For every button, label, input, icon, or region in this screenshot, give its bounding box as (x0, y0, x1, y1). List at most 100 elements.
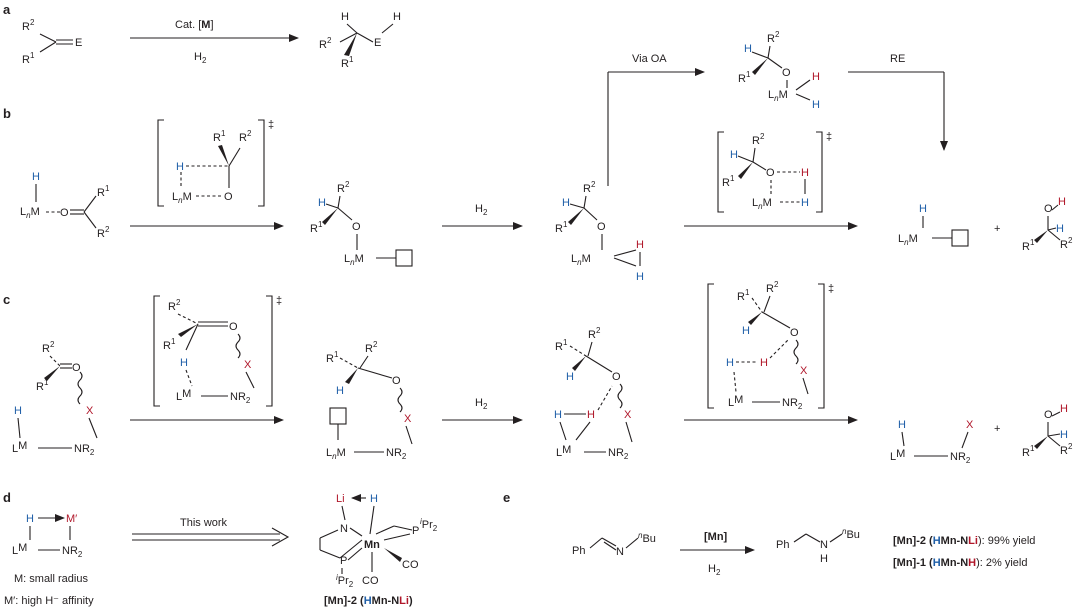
svg-text:P: P (412, 525, 419, 537)
panel-b-ts1: ‡ R1 R2 H O LnM (157, 119, 274, 207)
svg-text:P: P (340, 555, 347, 567)
svg-text:H: H (742, 325, 750, 337)
svg-text:H: H (812, 71, 820, 83)
svg-text:H: H (318, 197, 326, 209)
svg-text:NR2: NR2 (608, 447, 629, 461)
svg-text:N: N (616, 546, 624, 558)
svg-text:H: H (726, 357, 734, 369)
svg-text:O: O (597, 221, 606, 233)
svg-text:R1: R1 (310, 220, 323, 235)
svg-text:H: H (180, 357, 188, 369)
svg-text:‡: ‡ (276, 295, 282, 307)
svg-text:LM: LM (556, 444, 571, 459)
svg-text:E: E (374, 37, 381, 49)
svg-text:H: H (801, 167, 809, 179)
svg-text:LnM: LnM (768, 89, 788, 103)
svg-text:LM: LM (12, 440, 27, 455)
panel-e-catalyst: [Mn] (704, 531, 728, 543)
svg-text:R1: R1 (22, 51, 35, 66)
svg-text:R2: R2 (97, 225, 110, 240)
svg-text:H: H (801, 197, 809, 209)
svg-text:H: H (14, 405, 22, 417)
svg-text:LM: LM (12, 542, 27, 557)
svg-text:R1: R1 (722, 174, 735, 189)
panel-b-label: b (3, 106, 11, 121)
panel-b-ts2: ‡ R2 H R1 O H LnM H (717, 131, 832, 213)
svg-text:H: H (587, 409, 595, 421)
panel-b-re: RE (890, 53, 905, 65)
panel-e-amine: Ph N H nBu (776, 527, 860, 565)
svg-text:O: O (72, 362, 81, 374)
panel-d: d H M′ LM NR2 M: small radius M′: high H… (3, 490, 438, 607)
svg-text:H: H (730, 149, 738, 161)
svg-text:NR2: NR2 (782, 397, 803, 411)
svg-text:E: E (75, 37, 82, 49)
svg-text:R1: R1 (326, 350, 339, 365)
svg-text:H: H (393, 11, 401, 23)
svg-text:NR2: NR2 (74, 443, 95, 457)
panel-b-via-oa: Via OA (632, 53, 667, 65)
svg-text:Ph: Ph (572, 545, 585, 557)
svg-text:O: O (229, 321, 238, 333)
panel-a-reagent: H2 (194, 51, 207, 65)
panel-d-double-arrow (132, 527, 290, 547)
svg-text:nBu: nBu (842, 527, 860, 541)
panel-e: e Ph N nBu [Mn] H2 Ph N H nBu [Mn]-2 (HM… (503, 490, 1035, 577)
svg-text:H: H (919, 203, 927, 215)
panel-b-int2: R2 H R1 O LnM H H (555, 180, 644, 283)
panel-d-mn-complex: Li H N P iPr2 Mn P iPr2 CO CO (319, 493, 438, 589)
svg-text:R1: R1 (163, 337, 176, 352)
panel-c: c R2 R1 O X H LM NR2 ‡ R2 R1 (3, 280, 1073, 465)
svg-text:R2: R2 (767, 30, 780, 45)
svg-text:R1: R1 (341, 55, 354, 70)
svg-text:H: H (370, 493, 378, 505)
svg-text:LnM: LnM (172, 191, 192, 205)
svg-text:nBu: nBu (638, 531, 656, 545)
svg-text:+: + (994, 223, 1000, 235)
svg-text:H: H (1060, 403, 1068, 415)
svg-text:LM: LM (728, 394, 743, 409)
svg-text:H: H (336, 385, 344, 397)
svg-text:R1: R1 (36, 378, 49, 393)
svg-text:R2: R2 (752, 132, 765, 147)
svg-text:H: H (554, 409, 562, 421)
svg-text:R1: R1 (555, 220, 568, 235)
panel-b-products: H LnM + O H H R1 R2 (898, 196, 1073, 253)
svg-text:CO: CO (402, 559, 419, 571)
svg-text:+: + (994, 423, 1000, 435)
svg-text:H: H (744, 43, 752, 55)
svg-text:O: O (392, 375, 401, 387)
svg-text:R2: R2 (583, 180, 596, 195)
panel-d-note-2: M′: high H⁻ affinity (4, 595, 94, 607)
svg-text:NR2: NR2 (950, 451, 971, 465)
svg-text:H: H (176, 161, 184, 173)
svg-text:NR2: NR2 (62, 545, 83, 559)
svg-text:H: H (760, 357, 768, 369)
svg-text:R2: R2 (168, 298, 181, 313)
panel-d-note-1: M: small radius (14, 573, 88, 585)
svg-text:H: H (1060, 429, 1068, 441)
svg-text:O: O (612, 371, 621, 383)
svg-text:X: X (966, 419, 974, 431)
svg-text:R1: R1 (1022, 444, 1035, 459)
svg-text:H: H (32, 171, 40, 183)
svg-text:H: H (1058, 196, 1066, 208)
panel-a-product: H H E R2 R1 (319, 11, 401, 70)
svg-text:H: H (566, 371, 574, 383)
svg-text:H: H (562, 197, 570, 209)
panel-a-catalyst: Cat. [M] (175, 19, 214, 31)
svg-text:‡: ‡ (828, 283, 834, 295)
svg-text:O: O (1044, 203, 1053, 215)
panel-a-reactant: R2 R1 E (22, 18, 82, 66)
panel-e-result-2: [Mn]-1 (HMn-NH): 2% yield (893, 557, 1027, 569)
svg-text:R1: R1 (737, 288, 750, 303)
svg-text:H: H (26, 513, 34, 525)
svg-text:R2: R2 (365, 340, 378, 355)
svg-text:H: H (820, 553, 828, 565)
svg-text:N: N (340, 523, 348, 535)
svg-text:LM: LM (890, 448, 905, 463)
svg-text:N: N (820, 539, 828, 551)
svg-text:X: X (624, 409, 632, 421)
svg-text:O: O (766, 167, 775, 179)
panel-b-start: H LnM O R1 R2 (20, 171, 110, 240)
